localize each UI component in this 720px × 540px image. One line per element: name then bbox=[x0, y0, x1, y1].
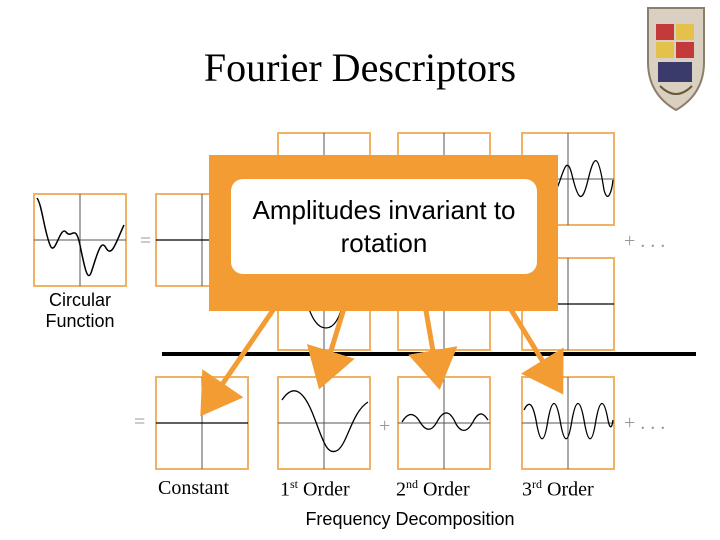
second-order-text: Order bbox=[418, 478, 470, 501]
second-order-number: 2 bbox=[396, 478, 406, 501]
slide-title: Fourier Descriptors bbox=[203, 45, 517, 90]
first-order-text: Order bbox=[298, 478, 350, 501]
first-order-number: 1 bbox=[280, 478, 290, 501]
callout-inner: Amplitudes invariant to rotation bbox=[231, 179, 537, 274]
third-order-text: Order bbox=[542, 478, 594, 501]
arrow-to-constant bbox=[200, 298, 283, 417]
circular-function-label: Circular Function bbox=[45, 290, 115, 331]
arrow-to-third-order bbox=[502, 298, 564, 395]
constant-label: Constant bbox=[158, 477, 230, 499]
first-order-suffix: st bbox=[290, 477, 299, 491]
arrow-to-first-order bbox=[306, 304, 355, 390]
ellipsis-bottom: + . . . bbox=[624, 412, 666, 434]
third-order-suffix: rd bbox=[532, 477, 542, 491]
arrow-to-second-order bbox=[408, 304, 458, 390]
equals-sign-top: = bbox=[140, 230, 151, 252]
callout-text: Amplitudes invariant to rotation bbox=[252, 194, 516, 258]
second-order-label: 2nd Order bbox=[396, 477, 470, 502]
university-seal-icon bbox=[647, 7, 705, 112]
constant-plot bbox=[155, 376, 249, 470]
third-order-plot bbox=[521, 376, 615, 470]
frequency-decomposition-label: Frequency Decomposition bbox=[305, 509, 515, 529]
circular-function-plot bbox=[33, 193, 127, 287]
callout-box: Amplitudes invariant to rotation bbox=[209, 155, 558, 311]
plus-sign-bottom: + bbox=[379, 415, 390, 437]
first-order-plot bbox=[277, 376, 371, 470]
first-order-label: 1st Order bbox=[280, 477, 350, 502]
ellipsis-top: + . . . bbox=[624, 230, 666, 252]
second-order-suffix: nd bbox=[406, 477, 418, 491]
equals-sign-bottom: = bbox=[134, 411, 145, 433]
third-order-label: 3rd Order bbox=[522, 477, 594, 502]
third-order-number: 3 bbox=[522, 478, 532, 501]
second-order-plot bbox=[397, 376, 491, 470]
